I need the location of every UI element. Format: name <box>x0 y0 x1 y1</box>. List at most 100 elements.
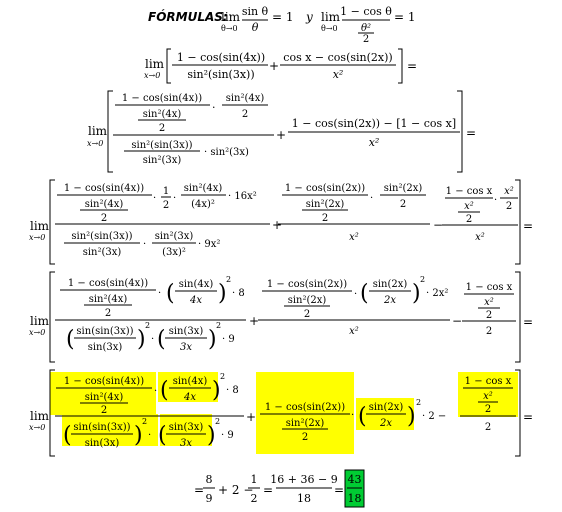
paren: ) <box>208 327 217 352</box>
dot: · <box>212 101 216 114</box>
lim: lim <box>145 57 165 71</box>
factor: · sin²(3x) <box>204 147 249 158</box>
formulas-header: FÓRMULAS: lim θ→0 sin θ θ = 1 y lim θ→0 … <box>148 5 416 45</box>
lim-sub: x→0 <box>29 233 45 242</box>
lim-sub: x→0 <box>87 139 103 148</box>
fraction-den: 3x <box>180 438 192 449</box>
paren: ) <box>207 423 216 448</box>
fraction-num: sin²(4x) <box>184 183 223 194</box>
paren: ( <box>160 378 169 403</box>
plus: + <box>269 59 279 73</box>
fraction-den: sin²(2x) <box>288 295 327 306</box>
paren: ( <box>157 327 166 352</box>
dot: · <box>173 193 176 204</box>
step-3: lim x→0 1 − cos(sin(4x)) sin²(4x) 2 · 1 … <box>29 179 533 265</box>
lim: lim <box>88 124 108 138</box>
fraction-den: 2 <box>322 213 328 224</box>
plus: + <box>249 314 259 328</box>
fraction-num: sin²(4x) <box>226 93 265 104</box>
fraction-den: 2 <box>485 404 491 415</box>
fraction-den: sin²(3x) <box>143 155 182 166</box>
fraction-den: 2 <box>105 308 111 319</box>
dot: · <box>158 288 161 299</box>
fraction-den: 4x <box>183 392 196 403</box>
plus: + <box>272 218 282 232</box>
fraction-den: sin(3x) <box>88 342 123 353</box>
fraction-den: 2 <box>101 213 107 224</box>
fraction-den: sin²(4x) <box>85 199 124 210</box>
fraction-num: 1 − cos x <box>446 186 493 197</box>
lim: lim <box>30 219 50 233</box>
paren: ) <box>134 423 143 448</box>
equals: = <box>523 410 533 424</box>
exponent: 2 <box>145 321 150 330</box>
step-2: lim x→0 1 − cos(sin(4x)) sin²(4x) 2 · si… <box>87 90 476 173</box>
minus: − <box>433 218 443 232</box>
answer-den: 18 <box>348 492 362 505</box>
step-5: lim x→0 1 − cos(sin(4x)) sin²(4x) 2 · ( … <box>29 369 533 457</box>
fraction-num: 1 <box>251 473 258 486</box>
dot: · <box>354 289 357 300</box>
formula-2-den-a: θ² <box>361 23 371 34</box>
fraction-den: 2 <box>400 199 406 210</box>
factor: · 16x² <box>228 191 257 202</box>
fraction-num: 16 + 36 − 9 <box>270 473 337 486</box>
paren: ( <box>158 423 167 448</box>
fraction-den: 18 <box>297 492 311 505</box>
step-4: lim x→0 1 − cos(sin(4x)) sin²(4x) 2 · ( … <box>29 271 533 363</box>
fraction-num: sin²(3x) <box>155 231 194 242</box>
lim: lim <box>30 409 50 423</box>
fraction-num: sin(3x) <box>169 326 204 337</box>
fraction-den: x² <box>475 232 485 243</box>
paren: ( <box>360 281 369 306</box>
fraction-den: 2 <box>101 405 107 416</box>
fraction-num: 1 − cos(sin(2x)) <box>267 279 347 290</box>
paren: ) <box>407 404 416 429</box>
lim-1: lim <box>221 10 241 24</box>
highlight-box <box>458 372 518 417</box>
final-result: = 8 9 + 2 − 1 2 = 16 + 36 − 9 18 = 43 18 <box>194 469 365 508</box>
fraction-num: sin(2x) <box>369 402 404 413</box>
plus: + <box>276 128 286 142</box>
fraction-den: 2x <box>379 418 392 429</box>
exponent: 2 <box>420 275 425 284</box>
equals: = <box>523 219 533 233</box>
paren: ) <box>218 281 227 306</box>
lim-sub: x→0 <box>144 71 160 80</box>
paren: ) <box>137 327 146 352</box>
fraction-num: 1 − cos x <box>465 376 512 387</box>
equals: = <box>194 483 204 497</box>
dot: · <box>153 193 156 204</box>
formula-1-eq: = 1 <box>272 10 294 24</box>
highlight-box <box>160 414 212 446</box>
factor: · 2 − <box>422 411 446 422</box>
fraction-den: 2 <box>302 432 308 443</box>
fraction-den: x² <box>484 297 494 308</box>
paren: ) <box>212 378 221 403</box>
fraction-num: sin²(sin(3x)) <box>131 140 192 151</box>
dot: · <box>148 430 151 441</box>
fraction-den: 2 <box>251 492 258 505</box>
paren: ( <box>63 423 72 448</box>
equals: = <box>263 483 273 497</box>
fraction-num: sin(sin(3x)) <box>73 422 130 433</box>
formula-2-den-b: 2 <box>363 34 369 45</box>
fraction-num: cos x − cos(sin(2x)) <box>283 51 392 64</box>
fraction-den: 2 <box>242 109 248 120</box>
formula-1-den: θ <box>252 21 259 34</box>
lim-sub: x→0 <box>29 328 45 337</box>
dot: · <box>351 410 354 421</box>
fraction-den: 2 <box>485 422 491 433</box>
lim-2-sub: θ→0 <box>321 24 338 33</box>
fraction-den: 3x <box>180 342 192 353</box>
equals: = <box>523 315 533 329</box>
exponent: 2 <box>416 398 421 407</box>
fraction-den: x² <box>349 326 359 337</box>
fraction-den: sin²(2x) <box>306 199 345 210</box>
factor: · 2x² <box>426 288 448 299</box>
fraction-den: sin²(2x) <box>286 418 325 429</box>
exponent: 2 <box>216 321 221 330</box>
fraction-num: sin(2x) <box>373 279 408 290</box>
dot: · <box>494 195 497 206</box>
highlight-box <box>256 372 354 454</box>
